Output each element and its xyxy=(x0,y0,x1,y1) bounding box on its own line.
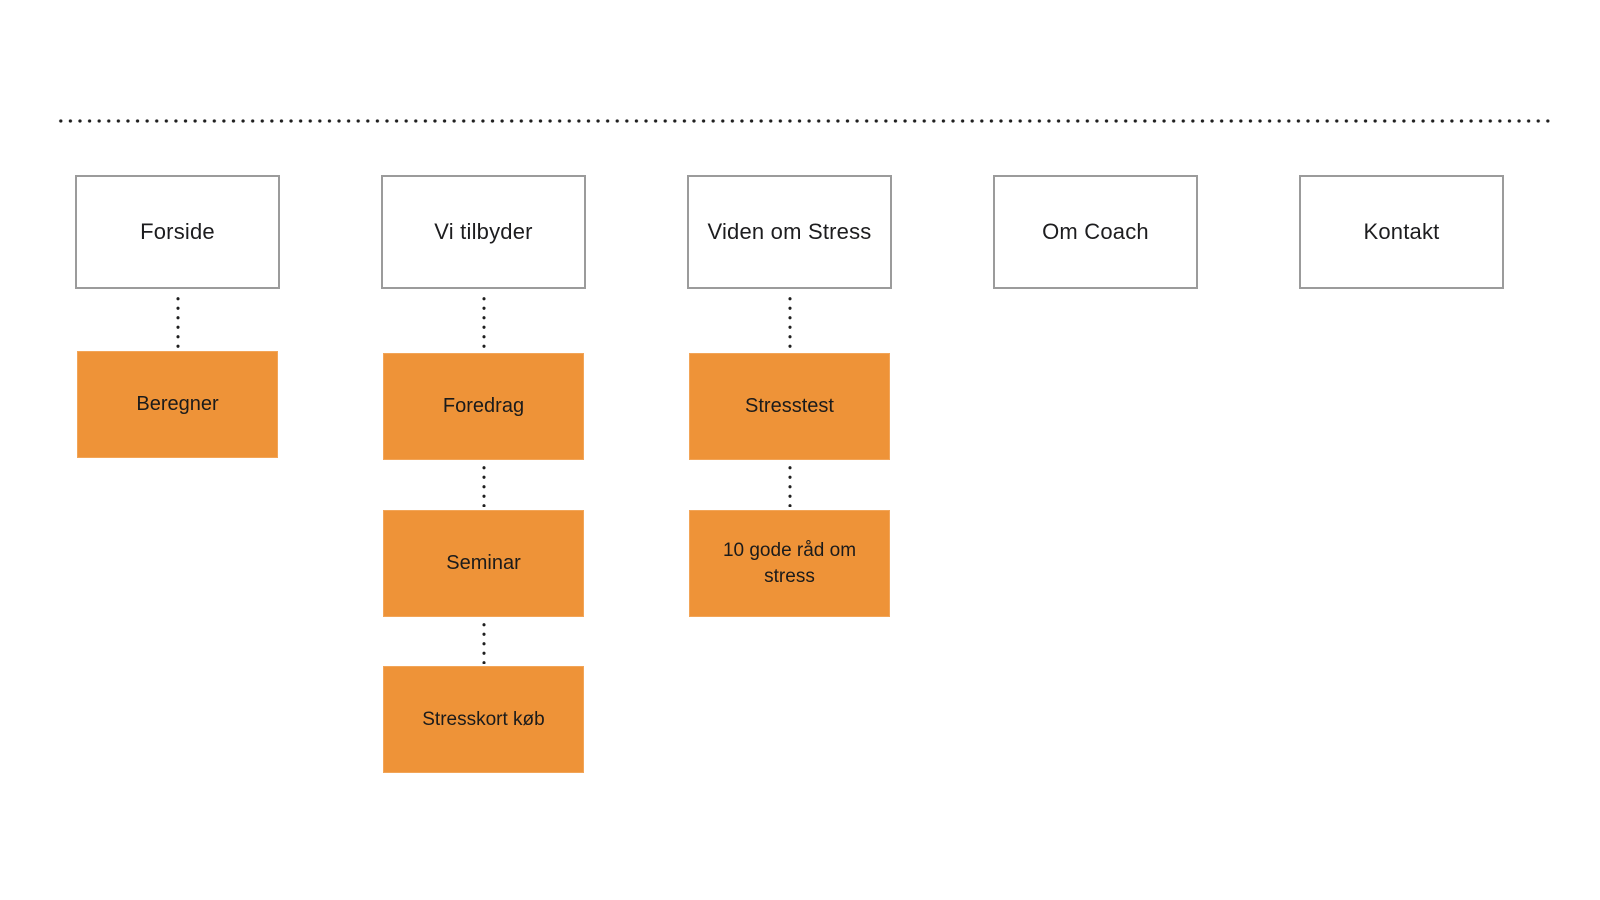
node-label: Vi tilbyder xyxy=(434,219,533,244)
node-label: Stresskort køb xyxy=(422,708,545,730)
connector-dotted xyxy=(481,463,487,507)
node-kontakt[interactable]: Kontakt xyxy=(1299,175,1504,289)
node-om-coach[interactable]: Om Coach xyxy=(993,175,1198,289)
node-label: Foredrag xyxy=(442,395,525,417)
node-label: 10 gode råd om stress xyxy=(722,540,857,587)
node-label: Kontakt xyxy=(1363,219,1440,244)
node-forside[interactable]: Forside xyxy=(75,175,280,289)
node-viden-om-stress[interactable]: Viden om Stress xyxy=(687,175,892,289)
node-beregner[interactable]: Beregner xyxy=(77,351,278,458)
connector-dotted xyxy=(175,294,181,348)
connector-dotted xyxy=(787,463,793,507)
node-label: Seminar xyxy=(446,552,521,574)
connector-dotted xyxy=(787,294,793,350)
node-label: Viden om Stress xyxy=(707,219,872,244)
connector-dotted xyxy=(481,620,487,664)
top-dotted-divider xyxy=(56,118,1554,124)
node-10-gode-raad[interactable]: 10 gode råd om stress xyxy=(689,510,890,617)
node-stresskort-koeb[interactable]: Stresskort køb xyxy=(383,666,584,773)
node-seminar[interactable]: Seminar xyxy=(383,510,584,617)
node-stresstest[interactable]: Stresstest xyxy=(689,353,890,460)
node-vi-tilbyder[interactable]: Vi tilbyder xyxy=(381,175,586,289)
node-label: Om Coach xyxy=(1042,219,1149,244)
node-label: Stresstest xyxy=(745,395,834,417)
node-label: Forside xyxy=(140,219,215,244)
node-foredrag[interactable]: Foredrag xyxy=(383,353,584,460)
node-label: Beregner xyxy=(136,393,219,415)
connector-dotted xyxy=(481,294,487,350)
